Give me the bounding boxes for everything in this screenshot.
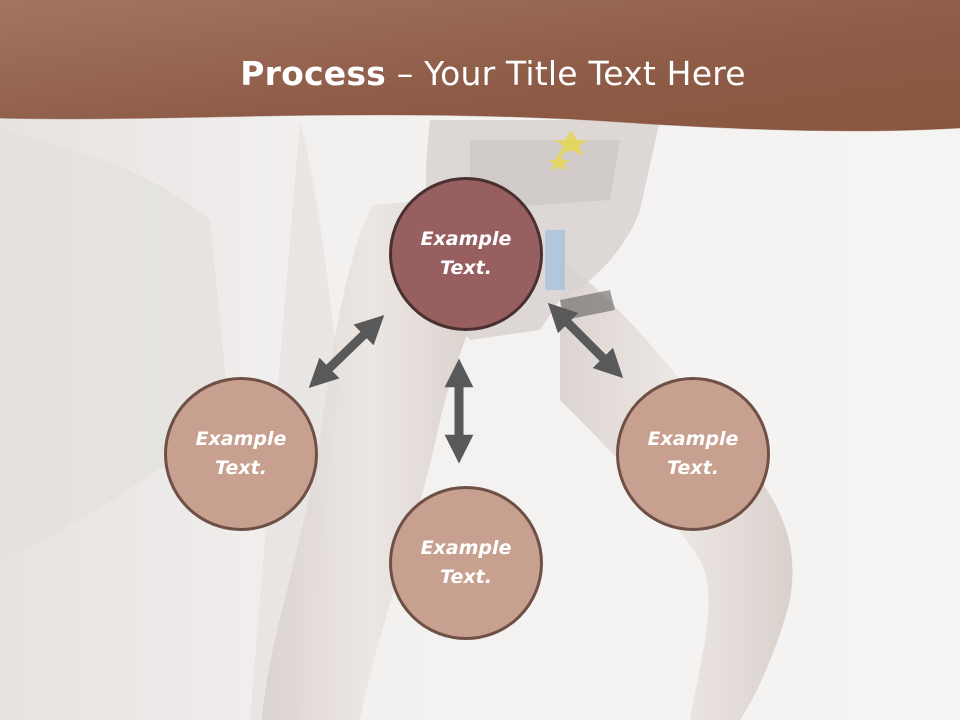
process-node-bottom[interactable]: Example Text.	[389, 486, 543, 640]
process-node-left[interactable]: Example Text.	[164, 377, 318, 531]
header-band	[0, 0, 960, 132]
title-rest: – Your Title Text Here	[386, 54, 746, 93]
process-node-bottom-label: Example Text.	[420, 537, 512, 588]
process-node-left-label: Example Text.	[195, 428, 287, 479]
process-node-center[interactable]: Example Text.	[389, 177, 543, 331]
process-node-right[interactable]: Example Text.	[616, 377, 770, 531]
arrow-upper-left-icon	[308, 314, 385, 389]
process-node-center-label: Example Text.	[420, 228, 512, 279]
process-node-right-label: Example Text.	[647, 428, 739, 479]
slide-title: Process – Your Title Text Here	[0, 52, 960, 96]
arrow-upper-right-icon	[547, 302, 624, 379]
title-strong: Process	[240, 54, 387, 93]
